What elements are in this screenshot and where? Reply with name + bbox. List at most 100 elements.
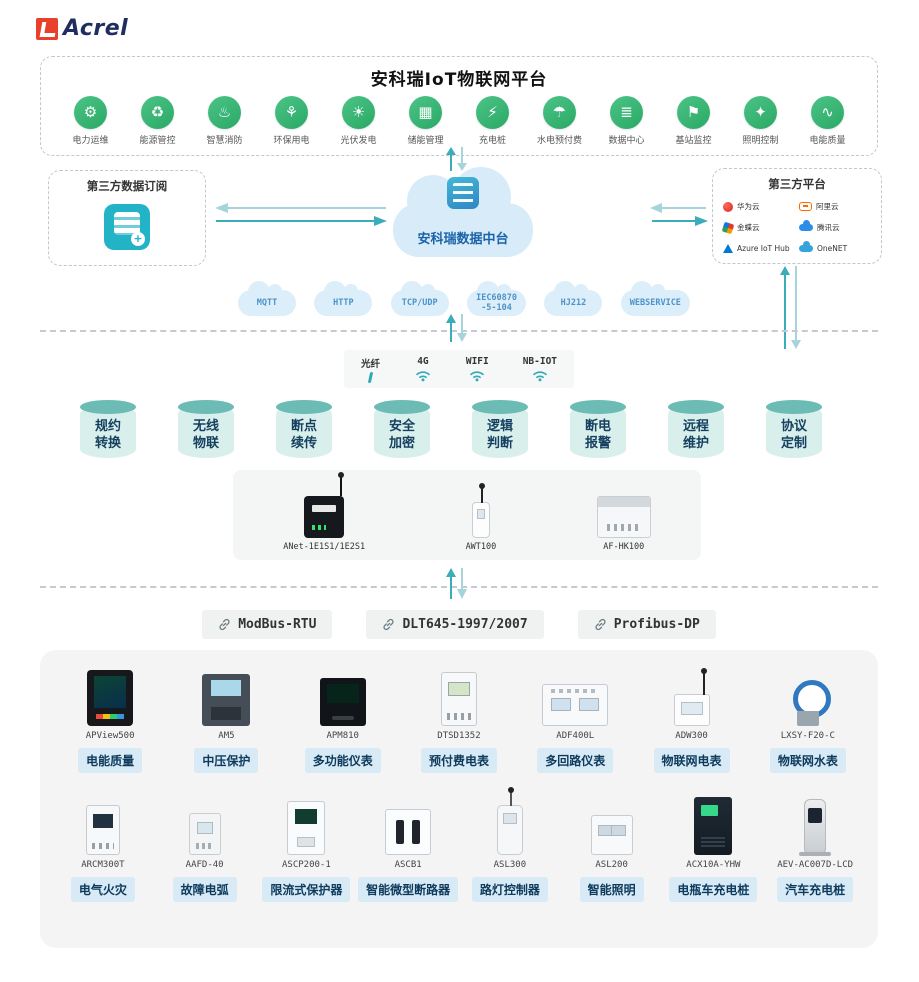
cylinder-cap xyxy=(766,400,822,414)
app-icon-glyph: ⚙ xyxy=(83,103,98,121)
gateway-model: ANet-1E1S1/1E2S1 xyxy=(283,542,366,552)
protocol-cloud: WEBSERVICE xyxy=(620,281,690,316)
device-image xyxy=(799,799,832,856)
up-down-arrow-long-icon xyxy=(780,266,801,349)
device-item: AM5 中压保护 xyxy=(173,666,279,773)
capability-line2: 物联 xyxy=(192,435,219,451)
acrel-brand-name: Acrel xyxy=(63,16,129,41)
cylinder-cap xyxy=(570,400,626,414)
device-image xyxy=(496,787,523,855)
capability-line2: 加密 xyxy=(388,435,415,451)
capability-label: 逻辑 判断 xyxy=(472,419,528,453)
app-label: 照明控制 xyxy=(742,136,779,146)
gateway-device-image xyxy=(304,472,345,538)
app-icon-glyph: ♻ xyxy=(150,103,165,121)
third-party-platform-item: 金蝶云 xyxy=(721,219,795,236)
platform-app-item: ☀ 光伏发电 xyxy=(327,96,391,146)
iot-platform-box: 安科瑞IoT物联网平台 ⚙ 电力运维 ♻ 能源管控 xyxy=(40,56,878,156)
platform-logo-icon xyxy=(799,220,813,231)
platform-app-item: ⚙ 电力运维 xyxy=(59,96,123,146)
capability-line1: 断点 xyxy=(290,419,317,434)
protocol-cloud: TCP/UDP xyxy=(390,281,449,316)
device-image xyxy=(85,805,120,855)
device-category-badge: 多功能仪表 xyxy=(304,748,381,773)
app-icon: ☂ xyxy=(543,96,576,129)
bus-protocol-tag: Profibus-DP xyxy=(577,610,716,639)
app-icon: ≣ xyxy=(610,96,643,129)
device-model: LXSY-F20-C xyxy=(780,731,835,741)
device-image-slot xyxy=(440,666,477,726)
capability-line2: 定制 xyxy=(780,435,807,451)
device-category-badge: 限流式保护器 xyxy=(262,877,351,902)
connectivity-item: NB-IOT xyxy=(523,356,557,382)
capability-cylinder: 无线 物联 xyxy=(178,400,234,458)
up-down-arrow-icon xyxy=(446,568,467,599)
device-image xyxy=(188,813,221,855)
bus-protocol-label: DLT645-1997/2007 xyxy=(402,617,528,632)
up-down-arrow-icon xyxy=(446,147,467,171)
device-image-slot xyxy=(87,666,134,726)
platform-app-item: ∿ 电能质量 xyxy=(796,96,860,146)
platform-logo-icon xyxy=(723,244,733,253)
connectivity-item: 4G xyxy=(414,356,432,382)
platform-app-item: ♨ 智慧消防 xyxy=(193,96,257,146)
third-party-platform-item: 腾讯云 xyxy=(799,219,871,236)
bus-protocol-tag: DLT645-1997/2007 xyxy=(366,610,544,639)
antenna-icon xyxy=(478,483,485,503)
device-category-badge: 汽车充电桩 xyxy=(777,877,854,902)
app-icon: ⚡ xyxy=(476,96,509,129)
device-item: ASCB1 智能微型断路器 xyxy=(357,795,459,902)
connectivity-label: 4G xyxy=(417,356,429,367)
device-item: AEV-AC007D-LCD 汽车充电桩 xyxy=(764,795,866,902)
device-model: ASCB1 xyxy=(394,860,422,870)
device-model: ADF400L xyxy=(556,731,595,741)
device-image xyxy=(202,674,251,726)
device-image-slot xyxy=(319,666,366,726)
app-label: 数据中心 xyxy=(608,136,645,146)
connectivity-bar: 光纤 4G WIFI xyxy=(344,350,574,388)
device-model: ADW300 xyxy=(675,731,708,741)
app-label: 充电桩 xyxy=(478,136,506,146)
protocol-cloud-label: HJ212 xyxy=(560,297,587,308)
platform-app-item: ♻ 能源管控 xyxy=(126,96,190,146)
capability-line2: 报警 xyxy=(584,435,611,451)
capability-label: 协议 定制 xyxy=(766,419,822,453)
capability-label: 断电 报警 xyxy=(570,419,626,453)
bus-protocol-row: ModBus-RTU DLT645-1997/2007 Profibus-DP xyxy=(40,610,878,639)
connectivity-label: NB-IOT xyxy=(522,356,558,367)
app-label: 能源管控 xyxy=(139,136,176,146)
app-icon-glyph: ⚑ xyxy=(686,103,701,121)
capability-label: 远程 维护 xyxy=(668,419,724,453)
protocol-cloud: IEC60870 -5-104 xyxy=(467,281,527,316)
platform-logo-icon xyxy=(723,201,733,212)
capability-line1: 逻辑 xyxy=(486,419,513,434)
device-image xyxy=(319,678,366,726)
device-model: ASL300 xyxy=(493,860,527,870)
device-image-slot xyxy=(590,795,633,855)
connectivity-label: 光纤 xyxy=(360,358,380,370)
device-image xyxy=(792,680,831,726)
platform-logo-icon xyxy=(799,202,812,211)
device-model: ARCM300T xyxy=(81,860,125,870)
app-icon-glyph: ⚡ xyxy=(487,103,498,121)
gateway-image-slot xyxy=(304,472,345,538)
platform-logo-name: 阿里云 xyxy=(816,202,839,211)
acrel-logo: Acrel xyxy=(36,16,128,41)
cylinder-cap xyxy=(472,400,528,414)
gateway-device-image xyxy=(596,496,651,538)
device-image xyxy=(87,670,134,726)
device-item: ASL200 智能照明 xyxy=(561,795,663,902)
capability-line2: 转换 xyxy=(94,435,121,451)
device-item: ADW300 物联网电表 xyxy=(639,666,745,773)
wifi-icon xyxy=(532,371,547,382)
capability-label: 规约 转换 xyxy=(80,419,136,453)
gateway-model: AF-HK100 xyxy=(603,542,645,552)
capability-cylinder: 协议 定制 xyxy=(766,400,822,458)
platform-app-item: ⚑ 基站监控 xyxy=(662,96,726,146)
capability-line1: 断电 xyxy=(584,419,611,434)
connectivity-item: 光纤 xyxy=(361,356,380,383)
device-category-badge: 物联网电表 xyxy=(653,748,730,773)
app-label: 电力运维 xyxy=(72,136,109,146)
platform-app-item: ☂ 水电预付费 xyxy=(528,96,592,146)
device-category-badge: 中压保护 xyxy=(194,748,259,773)
